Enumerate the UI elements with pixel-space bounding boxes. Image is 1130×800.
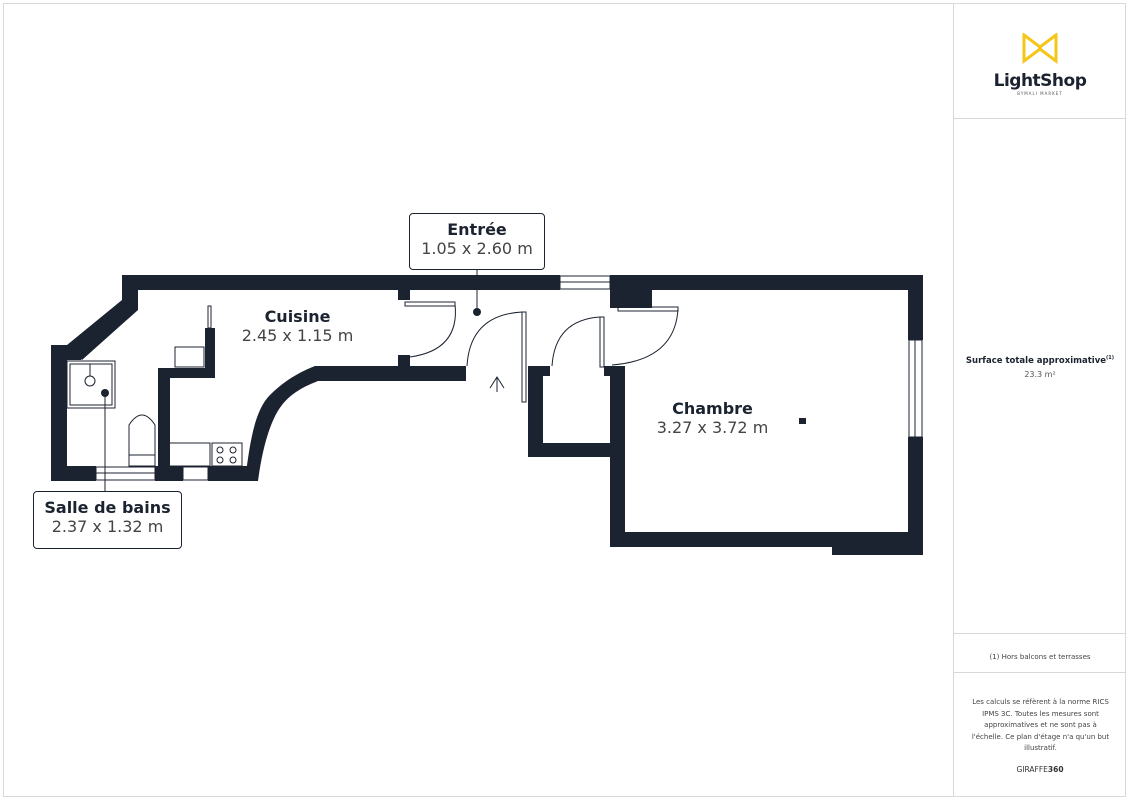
surface-title-row: Surface totale approximative(1) xyxy=(954,355,1126,366)
wall-divider-upper xyxy=(205,328,215,378)
label-entree: Entrée 1.05 x 2.60 m xyxy=(409,213,545,270)
room-dims: 1.05 x 2.60 m xyxy=(421,239,533,258)
footnote: (1) Hors balcons et terrasses xyxy=(989,653,1091,661)
stove-burner xyxy=(216,456,224,464)
wall-top-left xyxy=(122,275,560,290)
room-dims: 2.37 x 1.32 m xyxy=(51,517,164,536)
wall-right-bottom xyxy=(908,437,923,555)
floor-plan xyxy=(51,270,923,555)
room-name: Entrée xyxy=(447,220,507,239)
wall-diagonal xyxy=(67,300,138,360)
stove xyxy=(211,442,243,467)
walls xyxy=(51,275,923,555)
wall-stub xyxy=(604,366,625,376)
wall-stub xyxy=(398,355,410,367)
sink xyxy=(167,442,211,467)
wall-bath-bottom xyxy=(51,466,96,481)
leader-dot xyxy=(101,389,109,397)
wall-pillar xyxy=(610,288,652,308)
footnote-mark: (1) xyxy=(1106,355,1115,361)
wall-right-top xyxy=(908,275,923,340)
label-chambre: Chambre 3.27 x 3.72 m xyxy=(640,399,785,437)
brand-a: GIRAFFE xyxy=(1016,765,1048,774)
toilet xyxy=(128,414,156,467)
wall-top-left-corner xyxy=(122,275,138,310)
fixtures xyxy=(66,270,923,491)
wall-stub xyxy=(398,288,410,300)
room-name: Chambre xyxy=(672,399,753,418)
wall-divider xyxy=(158,370,170,481)
logo-sub: BYMALI MARKET xyxy=(1017,91,1063,96)
room-name: Salle de bains xyxy=(44,498,171,517)
label-salle-de-bains: Salle de bains 2.37 x 1.32 m xyxy=(33,491,182,549)
wall-bottom-segment xyxy=(208,466,252,481)
divider xyxy=(954,118,1126,119)
wall-bath-left xyxy=(51,345,67,481)
page-frame xyxy=(3,3,1126,797)
door-entry xyxy=(521,311,527,403)
wall-closet-left xyxy=(528,366,543,457)
door-closet xyxy=(599,316,605,368)
leader-dot xyxy=(473,308,481,316)
partition xyxy=(207,305,212,329)
window-kitchen xyxy=(182,466,209,481)
wall-divider-top xyxy=(158,368,215,378)
logo-name: LightShop xyxy=(993,71,1087,91)
room-dims: 3.27 x 3.72 m xyxy=(656,418,769,437)
wall-top-right xyxy=(610,275,923,290)
wall-stub xyxy=(528,366,550,376)
wall-closet-bottom xyxy=(528,443,625,457)
door-swing xyxy=(551,316,601,367)
surface-summary: Surface totale approximative(1) 23.3 m² xyxy=(954,355,1126,379)
shower-tray xyxy=(69,363,113,406)
entry-arrow-icon xyxy=(489,376,505,392)
divider xyxy=(954,633,1126,634)
surface-title: Surface totale approximative xyxy=(965,355,1107,366)
door-swing xyxy=(409,303,456,358)
room-marker xyxy=(799,418,806,424)
stove-burner xyxy=(216,446,224,454)
label-cuisine: Cuisine 2.45 x 1.15 m xyxy=(225,307,370,345)
surface-value: 23.3 m² xyxy=(1024,369,1056,379)
room-dims: 2.45 x 1.15 m xyxy=(241,326,354,345)
shower xyxy=(66,360,116,409)
disclaimer: Les calculs se réfèrent à la norme RICS … xyxy=(971,698,1110,752)
door-swing xyxy=(611,308,679,366)
door-swing xyxy=(466,311,523,367)
room-name: Cuisine xyxy=(264,307,331,326)
brand-b: 360 xyxy=(1047,765,1064,774)
divider xyxy=(954,672,1126,673)
stove-burner xyxy=(229,456,237,464)
stove-burner xyxy=(229,446,237,454)
door-kitchen xyxy=(404,301,456,307)
sink-upper xyxy=(174,346,205,368)
logo: LightShop BYMALI MARKET xyxy=(954,32,1126,96)
wall-bottom-step xyxy=(832,540,923,555)
logo-mark-icon xyxy=(1022,32,1058,64)
shower-drain xyxy=(84,375,96,387)
info-panel: LightShop BYMALI MARKET Surface totale a… xyxy=(953,3,1126,797)
wall-curved xyxy=(245,366,466,481)
footer-brand: GIRAFFE360 xyxy=(954,765,1126,774)
